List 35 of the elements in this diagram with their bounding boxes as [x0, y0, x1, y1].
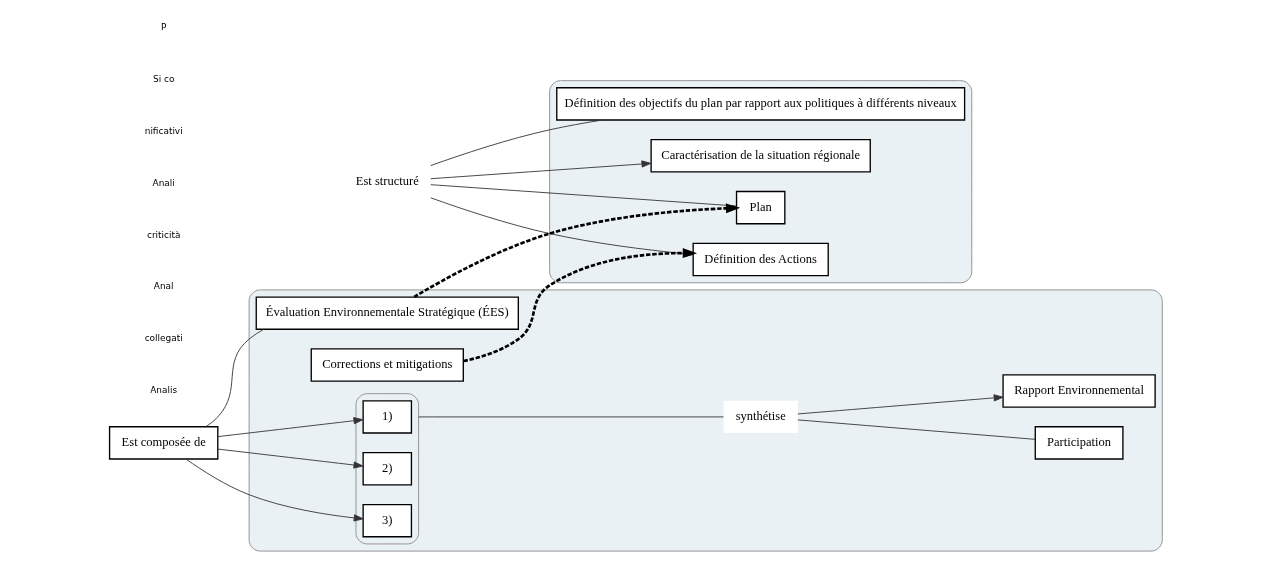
connector — [205, 328, 265, 428]
cluster — [248, 289, 1163, 552]
connector — [797, 419, 1036, 440]
label: Si co — [152, 73, 175, 84]
label: Anal — [153, 281, 174, 292]
connector — [430, 119, 604, 167]
arrow — [413, 203, 741, 299]
node-box: Définition des Actions — [692, 242, 829, 277]
node-box: 1) — [362, 400, 413, 434]
node-box: Caractérisation de la situation régionale — [650, 139, 871, 173]
node-box: Corrections et mitigations — [310, 348, 464, 382]
label: collegati — [144, 333, 183, 344]
arrow — [217, 448, 364, 469]
label: Analis — [150, 385, 178, 396]
node-box: Plan — [735, 190, 786, 225]
node-box: Évaluation Environnementale Stratégique (ÉES) — [255, 296, 519, 330]
label: P — [160, 22, 167, 33]
arrow — [217, 417, 364, 438]
node-box: Participation — [1034, 426, 1124, 460]
node-box: 3) — [362, 503, 413, 538]
arrow — [185, 458, 364, 522]
node-box: Définition des objectifs du plan par rapport aux politiques à différents niveaux — [556, 87, 966, 121]
node-box: synthétise — [723, 400, 798, 433]
node-box: 2) — [362, 452, 413, 486]
arrow — [797, 394, 1004, 415]
label: Anali — [152, 177, 175, 188]
node-text: Est structuré — [355, 174, 419, 189]
label: nificativi — [144, 125, 183, 136]
label: criticità — [146, 229, 181, 240]
node-box: Rapport Environnemental — [1002, 374, 1156, 408]
node-box: Est composée de — [108, 426, 219, 460]
connector — [418, 416, 724, 418]
arrow — [430, 160, 652, 180]
connector — [430, 184, 737, 207]
cluster — [549, 80, 973, 284]
